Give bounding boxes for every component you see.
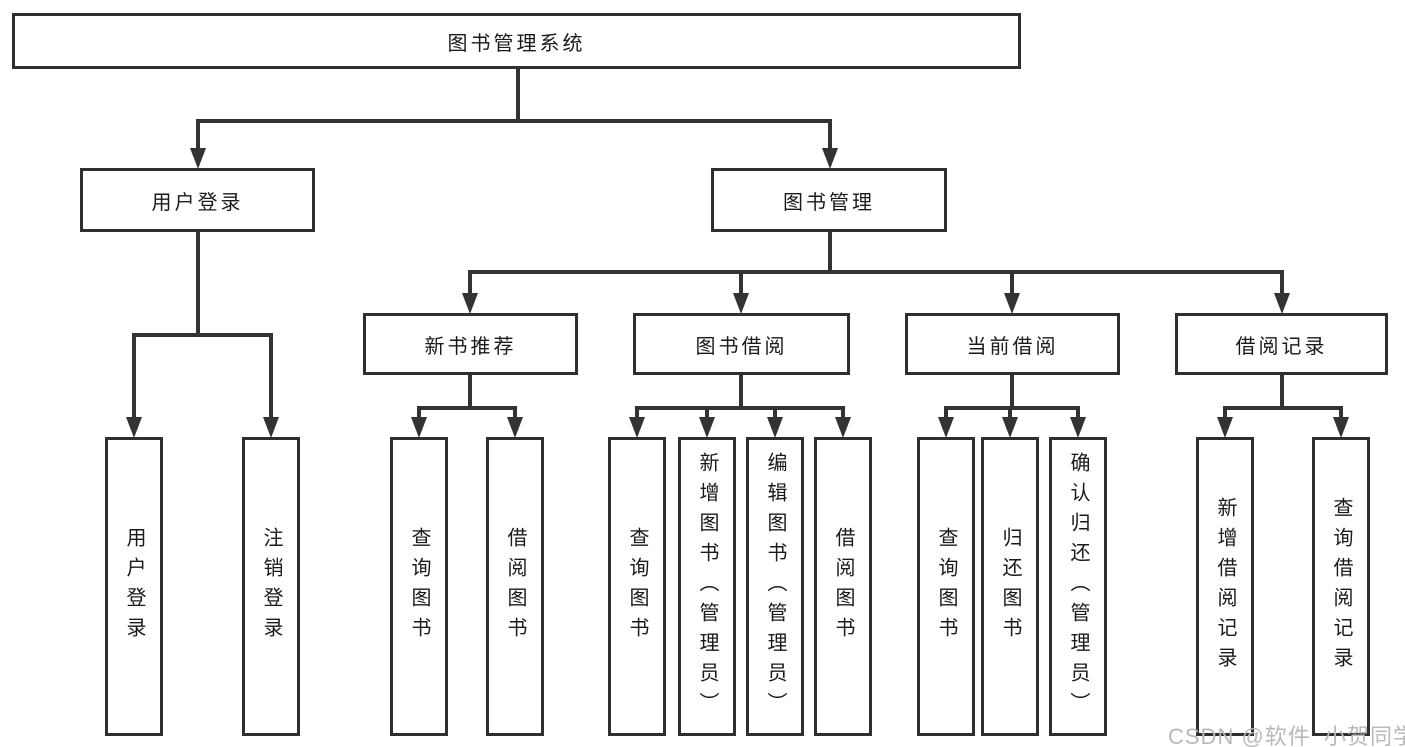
leaf-query-books-borrow: 查询图书 xyxy=(608,437,666,736)
leaf-borrow-books-recommend: 借阅图书 xyxy=(486,437,544,736)
connector-drop xyxy=(417,410,421,419)
leaf-logout-login: 注销登录 xyxy=(242,437,300,736)
leaf-label: 确认归还（管理员） xyxy=(1067,451,1089,722)
connector-user-login-stub xyxy=(196,232,200,335)
arrowhead-icon xyxy=(126,417,142,438)
connector-drop-current-borrow xyxy=(1010,274,1014,295)
connector-drop-new-book xyxy=(468,274,472,295)
arrowhead-icon xyxy=(411,417,427,438)
connector-root-rail xyxy=(196,119,832,123)
connector-drop-leaf-logout xyxy=(269,337,273,418)
arrowhead-icon xyxy=(733,293,749,314)
leaf-label: 查询借阅记录 xyxy=(1330,496,1352,677)
connector-drop xyxy=(944,410,948,419)
node-label: 借阅记录 xyxy=(1235,335,1328,358)
leaf-label: 借阅图书 xyxy=(504,526,526,647)
node-label: 当前借阅 xyxy=(966,335,1059,358)
leaf-confirm-return-admin: 确认归还（管理员） xyxy=(1049,437,1107,736)
node-user-login: 用户登录 xyxy=(80,168,315,232)
arrowhead-icon xyxy=(1333,417,1349,438)
leaf-label: 查询图书 xyxy=(408,526,430,647)
connector-drop xyxy=(1076,410,1080,419)
connector-root-stub xyxy=(516,69,520,121)
arrowhead-icon xyxy=(1002,417,1018,438)
node-label: 图书管理系统 xyxy=(447,32,586,55)
node-borrow-records: 借阅记录 xyxy=(1175,313,1388,375)
node-library-management-system: 图书管理系统 xyxy=(12,13,1021,69)
node-book-management: 图书管理 xyxy=(711,168,947,232)
connector-drop xyxy=(513,410,517,419)
node-label: 图书借阅 xyxy=(695,335,788,358)
arrowhead-icon xyxy=(699,417,715,438)
connector-current-borrow-rail xyxy=(944,406,1080,410)
arrowhead-icon xyxy=(263,417,279,438)
connector-drop xyxy=(841,410,845,419)
connector-current-borrow-stub xyxy=(1010,375,1014,408)
connector-book-management-rail xyxy=(468,270,1284,274)
leaf-return-book: 归还图书 xyxy=(981,437,1039,736)
connector-book-borrow-rail xyxy=(635,406,845,410)
csdn-watermark: CSDN @软件_小贺同学 xyxy=(1168,724,1405,747)
connector-user-login-rail xyxy=(132,333,273,337)
arrowhead-icon xyxy=(1070,417,1086,438)
connector-drop-leaf-user-login xyxy=(132,337,136,418)
leaf-label: 编辑图书（管理员） xyxy=(764,451,786,722)
leaf-label: 查询图书 xyxy=(935,526,957,647)
arrowhead-icon xyxy=(190,148,206,169)
leaf-label: 归还图书 xyxy=(999,526,1021,647)
leaf-label: 查询图书 xyxy=(626,526,648,647)
connector-drop xyxy=(1008,410,1012,419)
leaf-query-borrow-record: 查询借阅记录 xyxy=(1312,437,1370,736)
leaf-label: 注销登录 xyxy=(260,526,282,647)
connector-new-book-rail xyxy=(417,406,517,410)
arrowhead-icon xyxy=(767,417,783,438)
connector-drop xyxy=(1339,410,1343,419)
connector-drop-book-borrow xyxy=(739,274,743,295)
node-new-book-recommend: 新书推荐 xyxy=(363,313,578,375)
connector-drop xyxy=(635,410,639,419)
node-label: 用户登录 xyxy=(151,191,244,214)
leaf-label: 新增图书（管理员） xyxy=(696,451,718,722)
leaf-user-login: 用户登录 xyxy=(105,437,163,736)
connector-new-book-stub xyxy=(468,375,472,408)
arrowhead-icon xyxy=(1004,293,1020,314)
node-label: 图书管理 xyxy=(783,191,875,214)
leaf-query-books-recommend: 查询图书 xyxy=(390,437,448,736)
leaf-add-book-admin: 新增图书（管理员） xyxy=(678,437,736,736)
leaf-query-books-current: 查询图书 xyxy=(917,437,975,736)
arrowhead-icon xyxy=(835,417,851,438)
arrowhead-icon xyxy=(507,417,523,438)
connector-drop-borrow-records xyxy=(1280,274,1284,295)
connector-book-borrow-stub xyxy=(739,375,743,408)
node-book-borrow: 图书借阅 xyxy=(633,313,850,375)
leaf-edit-book-admin: 编辑图书（管理员） xyxy=(746,437,804,736)
arrowhead-icon xyxy=(822,148,838,169)
leaf-add-borrow-record: 新增借阅记录 xyxy=(1196,437,1254,736)
arrowhead-icon xyxy=(938,417,954,438)
leaf-label: 借阅图书 xyxy=(832,526,854,647)
arrowhead-icon xyxy=(1274,293,1290,314)
arrowhead-icon xyxy=(1217,417,1233,438)
arrowhead-icon xyxy=(462,293,478,314)
connector-borrow-records-stub xyxy=(1280,375,1284,408)
connector-drop-user-login xyxy=(196,123,200,150)
arrowhead-icon xyxy=(629,417,645,438)
leaf-label: 用户登录 xyxy=(123,526,145,647)
connector-drop xyxy=(773,410,777,419)
node-label: 新书推荐 xyxy=(424,335,517,358)
connector-drop xyxy=(1223,410,1227,419)
connector-book-management-stub xyxy=(828,232,832,272)
connector-drop xyxy=(705,410,709,419)
leaf-label: 新增借阅记录 xyxy=(1214,496,1236,677)
connector-drop-book-management xyxy=(828,123,832,150)
node-current-borrow: 当前借阅 xyxy=(905,313,1120,375)
connector-borrow-records-rail xyxy=(1223,406,1343,410)
leaf-borrow-books: 借阅图书 xyxy=(814,437,872,736)
